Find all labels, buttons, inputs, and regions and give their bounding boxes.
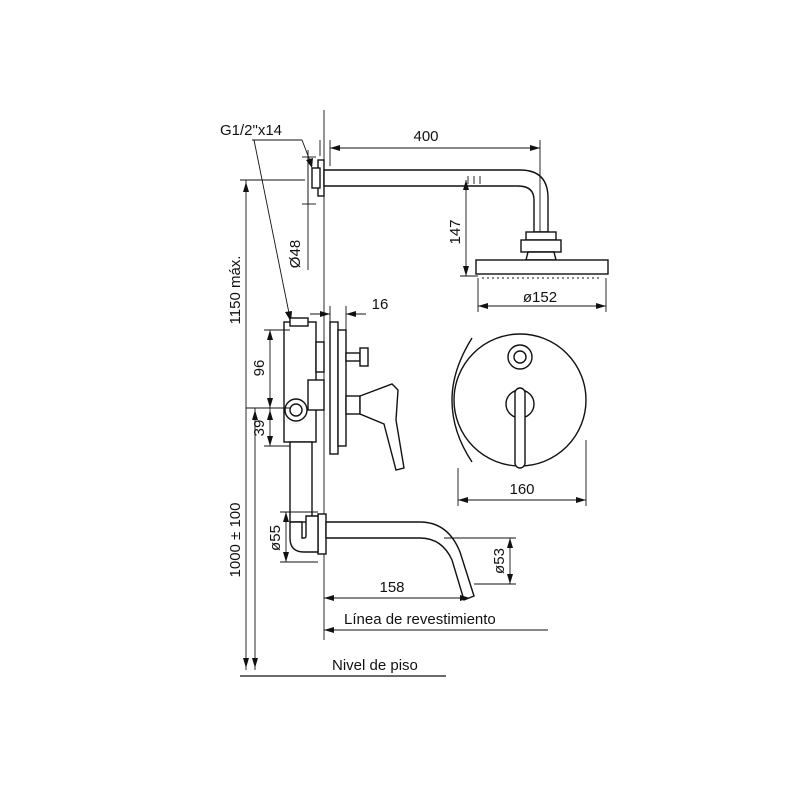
shower-flange (302, 140, 325, 270)
body-lower-label: 39 (251, 420, 268, 437)
max-height-label: 1150 máx. (227, 256, 244, 325)
cover-plate-front-view (451, 333, 587, 469)
spout-inlet-label: ø55 (267, 525, 284, 551)
floor-level-label: Nivel de piso (332, 657, 418, 674)
shower-head (475, 259, 609, 279)
body-dimensions (264, 329, 290, 447)
diverter-knob (345, 347, 369, 367)
spout-height-label: 1000 ± 100 (227, 503, 244, 578)
spout-length-dimension (324, 595, 470, 601)
spout-outlet-label: ø53 (491, 548, 508, 574)
arm-drop-dimension (460, 180, 478, 277)
arm-length-dimension (329, 140, 541, 232)
flange-diameter-label: Ø48 (287, 240, 304, 268)
bath-spout (289, 513, 475, 601)
head-diameter-label: ø152 (523, 289, 557, 306)
thread-leader (252, 139, 313, 322)
shower-arm (323, 169, 562, 261)
finish-line-pointer (324, 627, 548, 633)
head-diameter-dimension (477, 278, 607, 312)
finish-line-label: Línea de revestimiento (344, 611, 496, 628)
spout-outlet-dimension (444, 537, 516, 585)
mixer-valve-body (283, 317, 325, 523)
cover-plate (310, 306, 366, 455)
plate-diameter-label: 160 (509, 481, 534, 498)
plate-diameter-dimension (457, 440, 587, 506)
plate-depth-label: 16 (372, 296, 389, 313)
arm-length-label: 400 (413, 128, 438, 145)
spout-length-label: 158 (379, 579, 404, 596)
arm-drop-label: 147 (447, 219, 464, 244)
thread-label: G1/2"x14 (220, 122, 282, 139)
lever-handle (345, 383, 405, 471)
body-upper-label: 96 (251, 360, 268, 377)
height-dimension-lines (240, 179, 305, 670)
spout-inlet-dimension (280, 511, 318, 563)
